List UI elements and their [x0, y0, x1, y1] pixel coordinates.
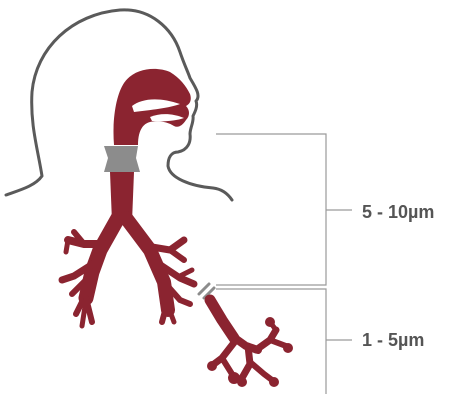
- range-brackets: [216, 134, 352, 394]
- larynx: [104, 146, 140, 172]
- upper-range-label: 5 - 10µm: [362, 202, 434, 223]
- right-bronchial-tree: [126, 218, 194, 322]
- left-bronchial-tree: [62, 218, 118, 326]
- lower-range-label: 1 - 5µm: [362, 330, 424, 351]
- alveolar-branch: [210, 300, 286, 380]
